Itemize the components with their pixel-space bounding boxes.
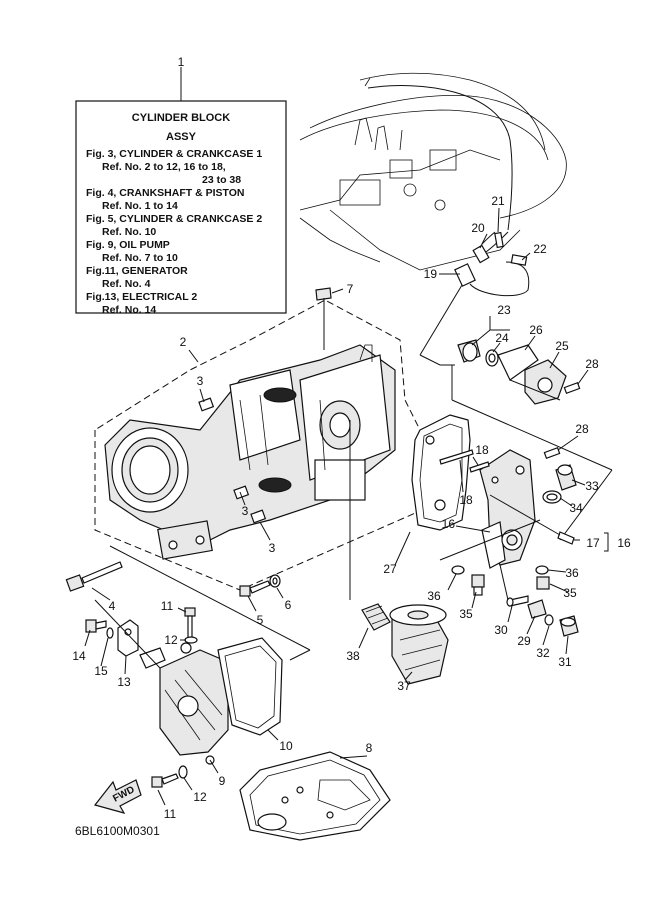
callout-29: 29	[517, 634, 531, 648]
callout-5: 5	[257, 613, 264, 627]
callout-30: 30	[494, 623, 508, 637]
callout-35: 35	[459, 607, 473, 621]
fwd-arrow-icon: FWD	[93, 779, 142, 814]
assy-line: Fig. 5, CYLINDER & CRANKCASE 2	[86, 213, 262, 225]
callout-7: 7	[347, 282, 354, 296]
callout-11: 11	[161, 599, 174, 613]
callout-38: 38	[346, 649, 360, 663]
callout-32: 32	[536, 646, 550, 660]
assy-line: 23 to 38	[202, 174, 241, 186]
callout-8: 8	[366, 741, 373, 755]
assy-line: Ref. No. 7 to 10	[102, 252, 178, 264]
callout-35: 35	[563, 586, 577, 600]
assy-title-line2: ASSY	[166, 131, 197, 143]
callout-1: 1	[178, 55, 185, 69]
oil-pump-cover	[139, 637, 283, 765]
callout-16: 16	[442, 517, 456, 531]
callout-13: 13	[117, 675, 131, 689]
assy-dashed-outline	[94, 299, 446, 591]
callout-2: 2	[180, 335, 187, 349]
gasket-26	[497, 344, 539, 381]
callout-24: 24	[495, 331, 509, 345]
gasket-8	[239, 751, 391, 841]
callout-14: 14	[72, 649, 86, 663]
callout-15: 15	[94, 664, 108, 678]
callout-36: 36	[427, 589, 441, 603]
cover-16	[479, 449, 536, 569]
callout-11: 11	[164, 807, 177, 821]
assy-reference-box: CYLINDER BLOCK ASSY Fig. 3, CYLINDER & C…	[75, 100, 287, 316]
callout-28: 28	[575, 422, 589, 436]
callout-22: 22	[533, 242, 547, 256]
callout-21: 21	[491, 194, 505, 208]
callout-27: 27	[383, 562, 397, 576]
callout-26: 26	[529, 323, 543, 337]
callout-19: 19	[424, 267, 438, 281]
gasket-27	[411, 414, 471, 531]
assy-line: Ref. No. 4	[102, 278, 151, 290]
callout-3: 3	[269, 541, 276, 555]
assy-line: Ref. No. 10	[102, 226, 156, 238]
callout-18: 18	[475, 443, 489, 457]
assy-line: Ref. No. 1 to 14	[102, 200, 178, 212]
callout-18: 18	[459, 493, 473, 507]
callout-16: 16	[617, 536, 631, 550]
callout-17: 17	[586, 536, 600, 550]
bolt-4	[65, 561, 123, 592]
callout-33: 33	[585, 479, 599, 493]
assy-line: Fig.11, GENERATOR	[86, 265, 188, 277]
fitting-38	[361, 603, 391, 631]
callout-10: 10	[279, 739, 293, 753]
callout-numbers: 1 2 3 3 3 4 5 6 7 8 9 10 11 11 12 12 13 …	[72, 55, 631, 821]
callout-28: 28	[585, 357, 599, 371]
callout-3: 3	[197, 374, 204, 388]
oil-filter-37	[389, 604, 449, 685]
callout-37: 37	[397, 679, 411, 693]
engine-outline-top	[299, 72, 567, 271]
callout-20: 20	[471, 221, 485, 235]
callout-34: 34	[569, 501, 583, 515]
callout-12: 12	[193, 790, 207, 804]
callout-31: 31	[558, 655, 572, 669]
assy-line: Ref. No. 14	[102, 304, 156, 316]
assy-line: Fig. 3, CYLINDER & CRANKCASE 1	[86, 148, 262, 160]
assy-line: Fig. 4, CRANKSHAFT & PISTON	[86, 187, 244, 199]
cylinder-block	[104, 344, 396, 560]
diagram-code: 6BL6100M0301	[75, 824, 160, 838]
callout-4: 4	[109, 599, 116, 613]
assy-line: Fig.13, ELECTRICAL 2	[86, 291, 197, 303]
assy-line: Ref. No. 2 to 12, 16 to 18,	[102, 161, 226, 173]
leader-lines	[84, 207, 609, 806]
callout-23: 23	[497, 303, 511, 317]
callout-36: 36	[565, 566, 579, 580]
callout-3: 3	[242, 504, 249, 518]
callout-6: 6	[285, 598, 292, 612]
assy-title-line1: CYLINDER BLOCK	[132, 112, 230, 124]
callout-12: 12	[164, 633, 178, 647]
callout-9: 9	[219, 774, 226, 788]
assy-line: Fig. 9, OIL PUMP	[86, 239, 170, 251]
callout-25: 25	[555, 339, 569, 353]
